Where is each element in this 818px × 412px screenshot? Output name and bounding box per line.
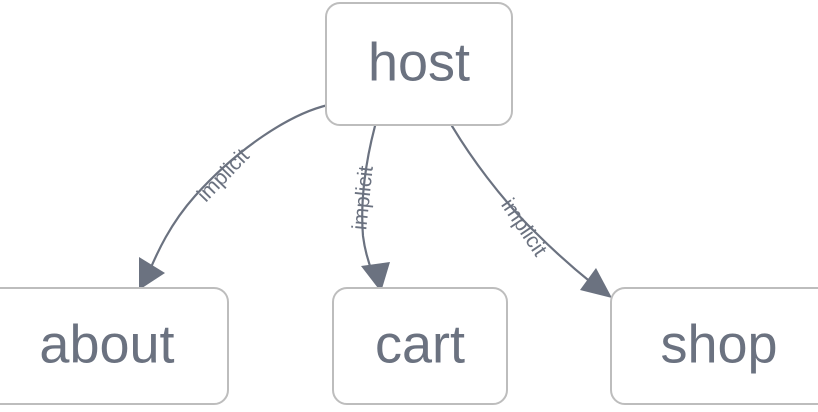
edge-host-about-label: implicit	[193, 144, 254, 206]
edge-host-shop-arrowhead	[580, 268, 612, 298]
node-host[interactable]: host	[325, 2, 513, 126]
node-cart-box	[332, 287, 508, 405]
edge-host-about-path	[147, 103, 330, 274]
node-cart[interactable]: cart	[332, 287, 508, 405]
node-host-box	[325, 2, 513, 126]
node-shop-box	[610, 287, 818, 405]
node-about[interactable]: about	[0, 287, 229, 405]
edge-host-shop-label: implicit	[496, 194, 551, 260]
edge-host-about[interactable]: implicit	[139, 103, 330, 290]
edge-host-cart-path	[361, 124, 377, 276]
edge-host-shop-path	[450, 124, 595, 286]
edge-host-cart-arrowhead	[361, 262, 390, 292]
edge-host-cart-label: implicit	[348, 165, 378, 231]
node-shop[interactable]: shop	[610, 287, 818, 405]
node-host-label: host	[368, 32, 470, 92]
edge-host-cart[interactable]: implicit	[348, 124, 390, 292]
node-cart-label: cart	[375, 314, 465, 374]
node-shop-label: shop	[660, 314, 777, 374]
node-about-box	[0, 287, 229, 405]
edge-host-about-arrowhead	[139, 257, 165, 290]
edge-host-shop[interactable]: implicit	[450, 124, 612, 298]
node-about-label: about	[39, 314, 174, 374]
